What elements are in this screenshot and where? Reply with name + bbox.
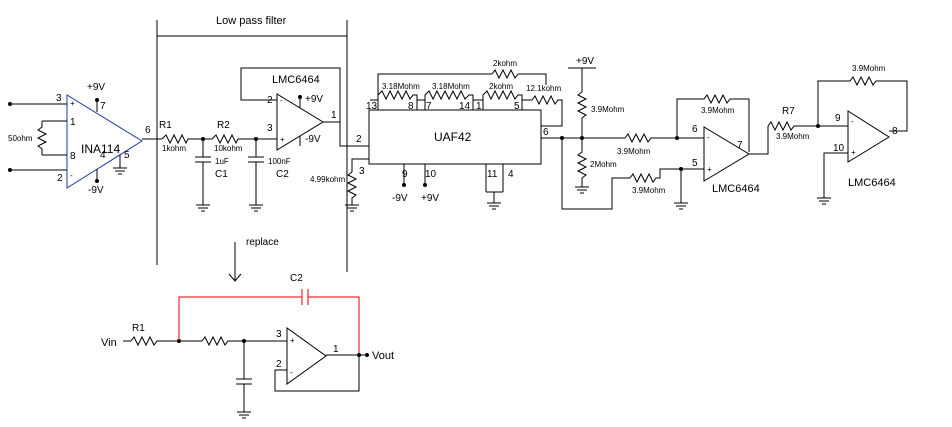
ina-pin6: 6	[145, 125, 151, 136]
stage3-circuit: +9V 3.9Mohm 2Mohm 3.9Mohm 3.9Mohm - + 6 …	[568, 56, 769, 210]
replacement-vout: Vout	[372, 350, 394, 362]
stage4-feedback-resistor: 3.9Mohm	[852, 64, 886, 73]
lpf-opamp-neg: -9V	[305, 134, 321, 145]
lpf-r2-value: 10kohm	[214, 144, 243, 153]
uaf-input-resistor-value: 4.99kohm	[310, 175, 345, 184]
uaf-pin9: 9	[402, 169, 408, 180]
lpf-title: Low pass filter	[216, 15, 287, 27]
ina114-name: INA114	[81, 142, 120, 156]
lpf-opamp-name: LMC6464	[272, 74, 320, 86]
uaf-pos-supply: +9V	[421, 193, 439, 204]
lpf-r1-label: R1	[159, 120, 172, 131]
stage4-pin9: 9	[835, 113, 841, 124]
uaf-pin10: 10	[425, 169, 437, 180]
uaf-pin11: 11	[487, 169, 498, 180]
stage3-opamp-plus: +	[707, 165, 712, 174]
uaf-top-resistor-value: 2kohm	[493, 59, 517, 68]
ina-pin3: 3	[56, 93, 62, 104]
replacement-opamp-minus: -	[290, 368, 293, 377]
uaf-pin4: 4	[508, 169, 514, 180]
replacement-pin2: 2	[276, 359, 282, 370]
replacement-opamp-plus: +	[290, 336, 295, 345]
uaf-pin5: 5	[514, 101, 520, 112]
ina-pin5: 5	[124, 150, 130, 161]
uaf-r12-value: 12.1kohm	[526, 84, 561, 93]
stage4-pin10: 10	[833, 143, 845, 154]
stage3-ref-resistor: 3.9Mohm	[632, 186, 666, 195]
lpf-opamp-pos: +9V	[305, 94, 323, 105]
stage3-pin7: 7	[737, 140, 743, 151]
stage4-opamp-name: LMC6464	[848, 177, 896, 189]
ina-neg-supply: -9V	[88, 185, 104, 196]
lpf-c1-value: 1uF	[215, 157, 229, 166]
uaf42-name: UAF42	[434, 130, 472, 144]
uaf-pin14: 14	[459, 101, 471, 112]
stage3-supply: +9V	[576, 56, 594, 67]
uaf-pin8: 8	[408, 101, 414, 112]
stage4-pin8: 8	[892, 126, 898, 137]
uaf-r13-8-value: 3.18Mohm	[382, 82, 420, 91]
lpf-opamp-pin1: 1	[331, 110, 337, 121]
stage4-r7-value: 3.9Mohm	[776, 132, 810, 141]
ina-pin2: 2	[57, 173, 63, 184]
uaf-r1-5-value: 2kohm	[489, 82, 513, 91]
lpf-opamp-minus: -	[280, 96, 283, 105]
stage3-opamp-name: LMC6464	[712, 183, 760, 195]
lpf-opamp-pin3: 3	[267, 123, 273, 134]
ina-pos-supply: +9V	[87, 82, 105, 93]
stage4-opamp-minus: -	[851, 117, 854, 126]
stage3-opamp-minus: -	[707, 133, 710, 142]
stage3-input-resistor: 3.9Mohm	[617, 147, 651, 156]
replacement-vin: Vin	[101, 337, 117, 349]
replacement-pin3: 3	[276, 329, 282, 340]
uaf-pin13: 13	[366, 101, 378, 112]
stage4-r7-label: R7	[782, 106, 795, 117]
lpf-c2-label: C2	[276, 169, 289, 180]
lpf-c1-label: C1	[215, 169, 228, 180]
replace-label: replace	[246, 237, 279, 248]
replacement-circuit: Vin R1 C2 + - 3 2 1 Vout	[101, 273, 394, 419]
uaf42-filter: UAF42 3.18Mohm 3.18Mohm 2kohm 2kohm 12.1…	[310, 59, 630, 212]
ina-pin1: 1	[70, 117, 76, 128]
lpf-r2-label: R2	[217, 120, 230, 131]
replacement-r1-label: R1	[132, 323, 145, 334]
uaf-pin2: 2	[356, 134, 362, 145]
stage4-circuit: R7 3.9Mohm 3.9Mohm - + 9 10 8 LMC6464	[767, 64, 908, 205]
ina-pin7: 7	[100, 101, 106, 112]
replace-arrow: replace	[228, 237, 279, 282]
uaf-r7-14-value: 3.18Mohm	[432, 82, 470, 91]
uaf-neg-supply: -9V	[392, 193, 408, 204]
ina-gain-resistor-value: 50ohm	[8, 134, 33, 143]
stage3-pin6: 6	[692, 124, 698, 135]
ina114-minus-sign: -	[70, 171, 73, 180]
uaf-pin3: 3	[359, 166, 365, 177]
ina114-amplifier: INA114 + - 3 2 1 8 50ohm +9V 7 4 -9V 5 6	[8, 82, 151, 196]
uaf-pin1: 1	[476, 101, 482, 112]
stage3-top-resistor: 3.9Mohm	[591, 105, 625, 114]
lpf-opamp-plus: +	[280, 135, 285, 144]
stage3-bottom-resistor: 2Mohm	[590, 160, 617, 169]
ina-pin4: 4	[100, 150, 106, 161]
lpf-c2-value: 100nF	[268, 157, 291, 166]
lpf-r1-value: 1kohm	[162, 144, 186, 153]
uaf-pin7: 7	[426, 101, 432, 112]
replacement-c2-label: C2	[290, 273, 303, 284]
uaf-pin6: 6	[543, 127, 549, 138]
stage3-feedback-resistor: 3.9Mohm	[701, 106, 735, 115]
stage3-pin5: 5	[692, 158, 698, 169]
ina-pin8: 8	[70, 151, 76, 162]
stage4-opamp-plus: +	[851, 148, 856, 157]
ina114-plus-sign: +	[70, 99, 75, 108]
replacement-pin1: 1	[333, 344, 339, 355]
lpf-circuit: R1 1kohm R2 10kohm 1uF C1 100nF C2 - + 2	[142, 67, 369, 212]
